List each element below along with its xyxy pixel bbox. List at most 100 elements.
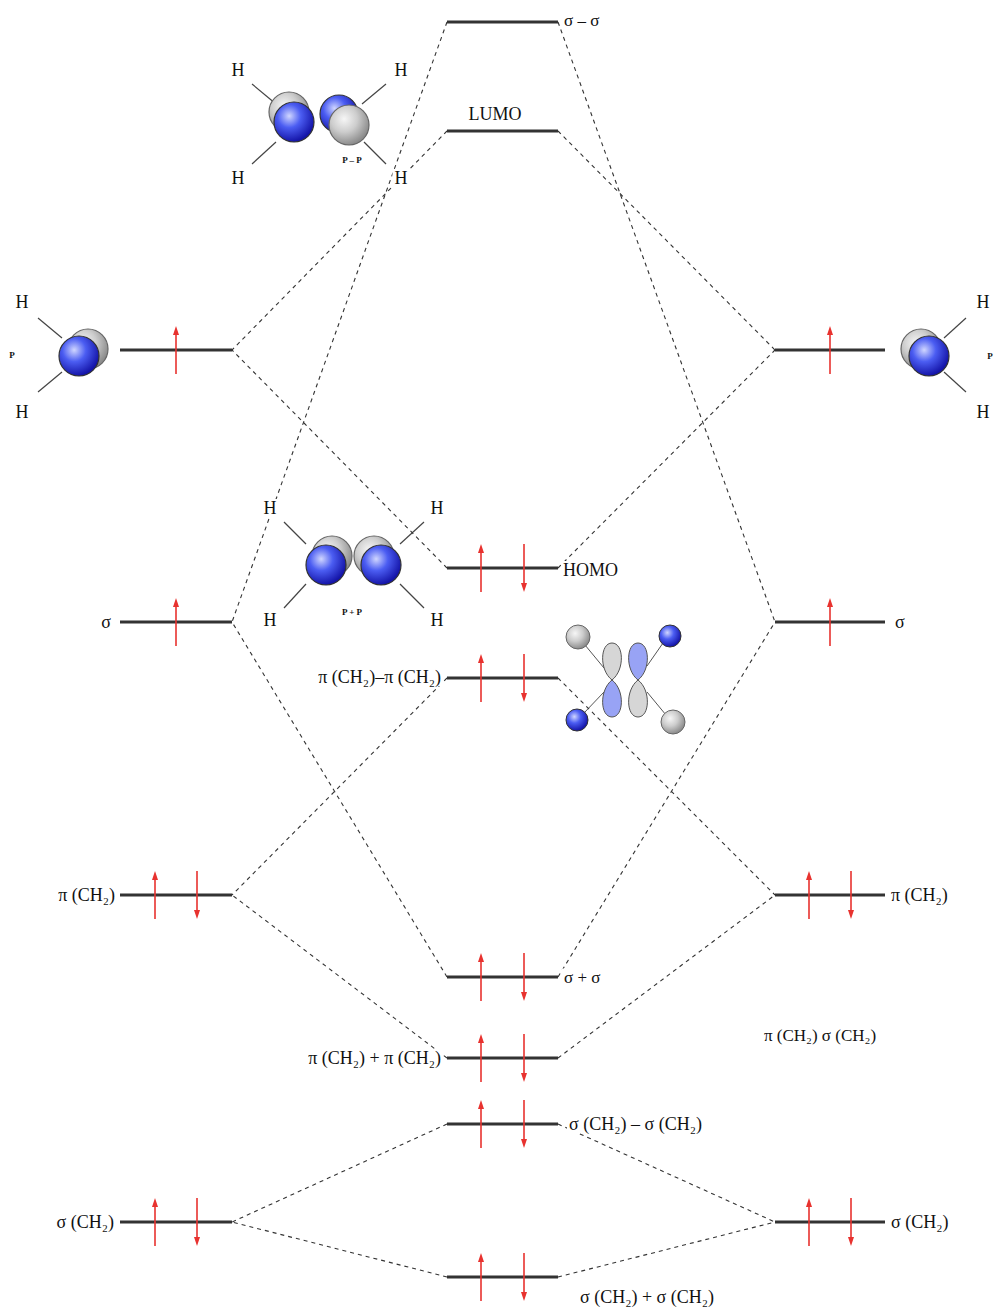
level-line <box>447 126 558 136</box>
level-label: P <box>985 352 995 361</box>
level-line <box>447 1249 558 1305</box>
electron-arrow <box>806 871 812 919</box>
correlation-line <box>558 678 775 895</box>
energy-level: σ (CH₂) <box>775 1194 885 1250</box>
energy-level: P <box>120 322 232 378</box>
orbital-name: P + P <box>340 608 364 617</box>
level-label: σ <box>99 613 113 631</box>
atom-label: H <box>262 499 279 517</box>
atom-label: H <box>975 293 992 311</box>
level-label: π (CH₂) + π (CH₂) <box>306 1049 443 1067</box>
electron-arrow <box>194 1198 200 1246</box>
correlation-line <box>558 350 775 568</box>
level-label: σ (CH₂) <box>889 1213 950 1231</box>
level-line <box>120 322 232 378</box>
atom-label: H <box>393 61 410 79</box>
level-line <box>120 1194 232 1250</box>
energy-level: π (CH₂) + π (CH₂) <box>447 1030 558 1086</box>
correlation-line <box>558 22 775 622</box>
atom-label: H <box>393 169 410 187</box>
correlation-line <box>232 622 447 977</box>
electron-arrow <box>521 1034 527 1082</box>
correlation-line <box>232 895 447 1058</box>
correlation-line <box>558 131 775 350</box>
level-line <box>447 540 558 596</box>
antibonding-p-picture <box>252 84 386 164</box>
energy-level: π (CH₂) <box>120 867 232 923</box>
energy-level: σ (CH₂) <box>120 1194 232 1250</box>
correlation-line <box>558 1124 775 1222</box>
electron-arrow <box>806 1198 812 1246</box>
level-label: σ <box>893 613 907 631</box>
energy-level: σ – σ <box>447 17 558 27</box>
energy-level: σ <box>120 594 232 650</box>
electron-arrow <box>478 1253 484 1301</box>
level-line <box>447 17 558 27</box>
level-line <box>775 867 885 923</box>
correlation-line <box>232 678 447 895</box>
correlation-line <box>232 131 447 350</box>
electron-arrow <box>848 871 854 919</box>
left-p-picture <box>38 318 108 392</box>
orbital-name: P – P <box>340 156 364 165</box>
level-line <box>447 650 558 706</box>
electron-arrow <box>521 953 527 1001</box>
energy-level: HOMO <box>447 540 558 596</box>
atom-label: H <box>429 611 446 629</box>
correlation-line <box>232 1222 447 1277</box>
level-label: LUMO <box>467 105 524 123</box>
level-label: π (CH₂) <box>889 886 950 904</box>
electron-arrow <box>827 326 833 374</box>
electron-arrow <box>478 544 484 592</box>
electron-arrow <box>521 544 527 592</box>
level-line <box>120 594 232 650</box>
level-line <box>447 1030 558 1086</box>
level-line <box>775 1194 885 1250</box>
energy-level: π (CH₂) <box>775 867 885 923</box>
electron-arrow <box>152 871 158 919</box>
level-label: σ (CH₂) <box>55 1213 116 1231</box>
electron-arrow <box>848 1198 854 1246</box>
level-label: P <box>7 351 17 360</box>
correlation-line <box>558 622 775 977</box>
energy-level: LUMO <box>447 126 558 136</box>
level-label: σ (CH₂) + σ (CH₂) <box>578 1288 716 1306</box>
pi-antibonding-picture <box>566 625 685 734</box>
energy-level: σ (CH₂) + σ (CH₂) <box>447 1249 558 1305</box>
electron-arrow <box>478 953 484 1001</box>
level-line <box>775 322 885 378</box>
level-label: π (CH₂) <box>56 886 117 904</box>
correlation-line <box>232 1124 447 1222</box>
electron-arrow <box>521 654 527 702</box>
level-line <box>447 1096 558 1152</box>
electron-arrow <box>478 1100 484 1148</box>
energy-level: σ <box>775 594 885 650</box>
electron-arrow <box>478 1034 484 1082</box>
correlation-line <box>558 1222 775 1277</box>
level-label: HOMO <box>561 561 620 579</box>
electron-arrow <box>173 326 179 374</box>
correlation-line <box>232 350 447 568</box>
electron-arrow <box>173 598 179 646</box>
level-label: σ – σ <box>562 12 601 29</box>
level-line <box>447 949 558 1005</box>
level-line <box>775 594 885 650</box>
electron-arrow <box>521 1100 527 1148</box>
atom-label: H <box>14 403 31 421</box>
atom-label: H <box>262 611 279 629</box>
atom-label: H <box>230 61 247 79</box>
level-label: σ (CH₂) – σ (CH₂) <box>567 1115 704 1133</box>
energy-level: P <box>775 322 885 378</box>
bonding-p-picture <box>284 522 424 608</box>
atom-label: H <box>14 293 31 311</box>
level-label: σ + σ <box>562 969 602 986</box>
level-label: π (CH₂)–π (CH₂) <box>316 668 443 686</box>
electron-arrow <box>152 1198 158 1246</box>
energy-level: σ (CH₂) – σ (CH₂) <box>447 1096 558 1152</box>
electron-arrow <box>827 598 833 646</box>
electron-arrow <box>194 871 200 919</box>
